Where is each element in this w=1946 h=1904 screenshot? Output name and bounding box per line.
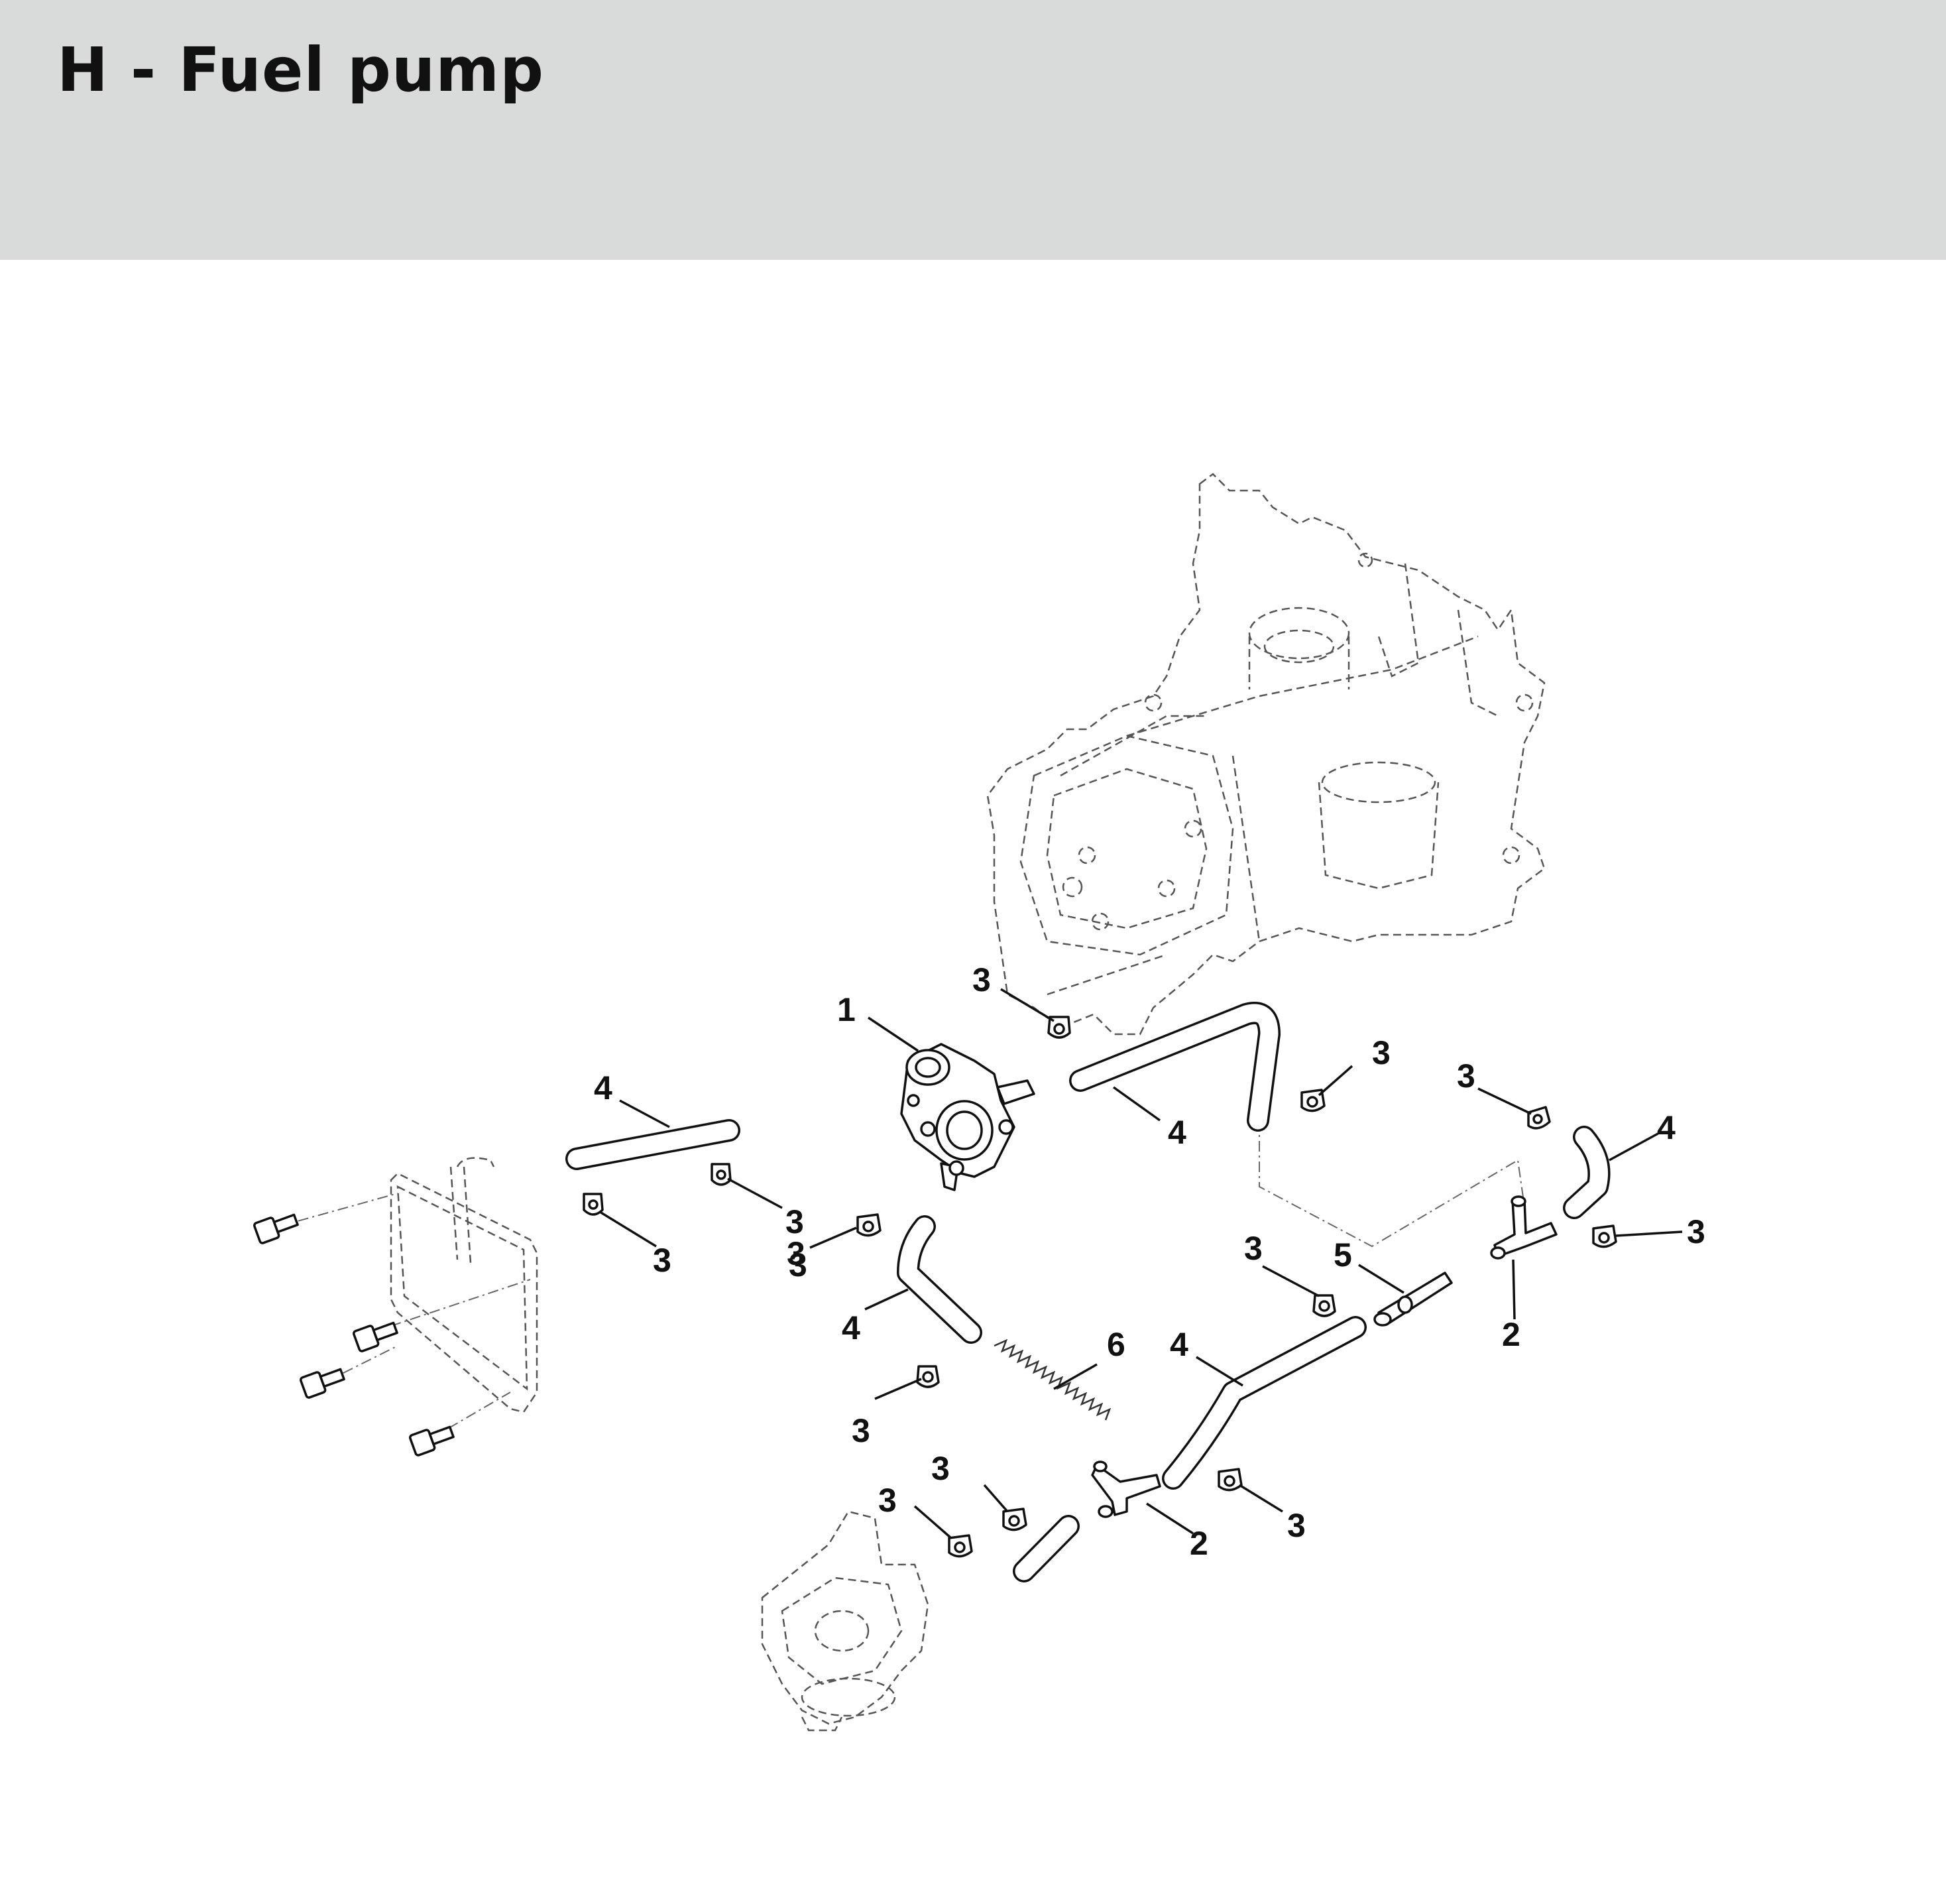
callout-spring: 6 bbox=[1107, 1326, 1125, 1363]
callout-clamp: 3 bbox=[878, 1482, 897, 1519]
callout-clamp: 3 bbox=[1372, 1034, 1391, 1071]
callout-clamp: 3 bbox=[1457, 1057, 1475, 1095]
callout-clamp: 3 bbox=[653, 1242, 671, 1279]
callout-clamp: 3 bbox=[931, 1450, 950, 1487]
callout-connector: 5 bbox=[1334, 1236, 1352, 1274]
callout-hose: 4 bbox=[1170, 1326, 1188, 1363]
callout-clamp: 3 bbox=[789, 1246, 807, 1283]
hose-right-elbow[interactable] bbox=[1563, 1126, 1611, 1219]
bolt-guide-line bbox=[278, 1193, 398, 1227]
header-bar: H - Fuel pump bbox=[0, 0, 1946, 260]
callout-clamp: 3 bbox=[787, 1235, 805, 1272]
callout-t-fitting: 2 bbox=[1190, 1525, 1208, 1562]
callout-clamp: 3 bbox=[1244, 1230, 1263, 1267]
assembly-guide-lines bbox=[1259, 1120, 1525, 1248]
callout-clamp: 3 bbox=[972, 961, 991, 998]
callout-clamp: 3 bbox=[1687, 1213, 1705, 1250]
page-title: H - Fuel pump bbox=[57, 34, 545, 105]
spring[interactable] bbox=[994, 1339, 1112, 1421]
callout-hose: 4 bbox=[1168, 1114, 1186, 1151]
hose-clamps[interactable] bbox=[583, 1016, 1617, 1558]
hose-middle-elbow[interactable] bbox=[897, 1215, 982, 1344]
t-fitting-lower[interactable] bbox=[1091, 1460, 1161, 1518]
hose-upper-bent[interactable] bbox=[1069, 1002, 1281, 1132]
callout-clamp: 3 bbox=[653, 1242, 671, 1279]
hose-lower-long[interactable] bbox=[1162, 1316, 1367, 1490]
hose-short-bottom[interactable] bbox=[1013, 1515, 1080, 1582]
callout-pump: 1 bbox=[837, 991, 856, 1028]
valve-cover-outline bbox=[278, 1157, 538, 1439]
leader-lines bbox=[599, 988, 1683, 1539]
callout-clamp: 3 bbox=[1287, 1507, 1306, 1544]
fuel-pump[interactable] bbox=[900, 1043, 1035, 1191]
hose-upper-left[interactable] bbox=[565, 1119, 740, 1170]
cover-bolts bbox=[253, 1213, 455, 1457]
callout-t-fitting: 2 bbox=[1502, 1316, 1520, 1353]
callout-hose: 4 bbox=[842, 1309, 860, 1346]
engine-block-outline bbox=[986, 473, 1546, 1036]
callout-hose: 4 bbox=[594, 1069, 612, 1106]
callouts: 1 3 3 4 4 3 4 3 3 3 3 4 3 5 2 3 6 4 3 3 … bbox=[594, 961, 1705, 1562]
t-fitting-right[interactable] bbox=[1490, 1195, 1558, 1260]
carburetor-outline bbox=[761, 1510, 929, 1732]
inline-connector[interactable] bbox=[1373, 1272, 1453, 1327]
callout-clamp: 3 bbox=[785, 1203, 804, 1240]
callout-hose: 4 bbox=[1657, 1109, 1676, 1146]
callout-clamp: 3 bbox=[852, 1412, 870, 1449]
